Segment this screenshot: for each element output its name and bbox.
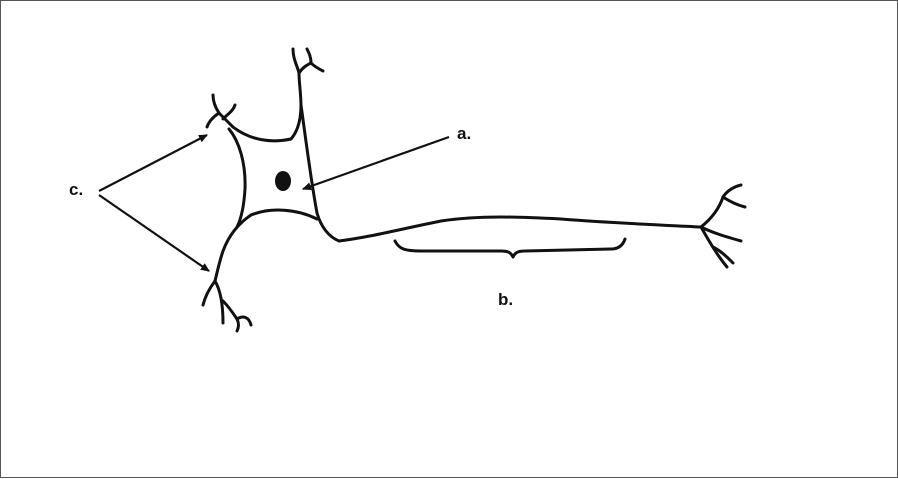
nucleus (275, 171, 291, 191)
upper-left-dendrite (207, 95, 235, 127)
arrow-c-upper (99, 135, 207, 191)
label-c: c. (69, 181, 83, 198)
arrow-a (303, 137, 449, 189)
axon (339, 217, 701, 241)
arrow-c-lower (99, 195, 209, 271)
top-dendrite (293, 49, 323, 107)
axon-brace (395, 239, 625, 257)
label-a: a. (457, 125, 471, 142)
label-b: b. (498, 291, 513, 308)
lower-left-dendrite (203, 215, 251, 331)
axon-terminal (701, 185, 745, 267)
